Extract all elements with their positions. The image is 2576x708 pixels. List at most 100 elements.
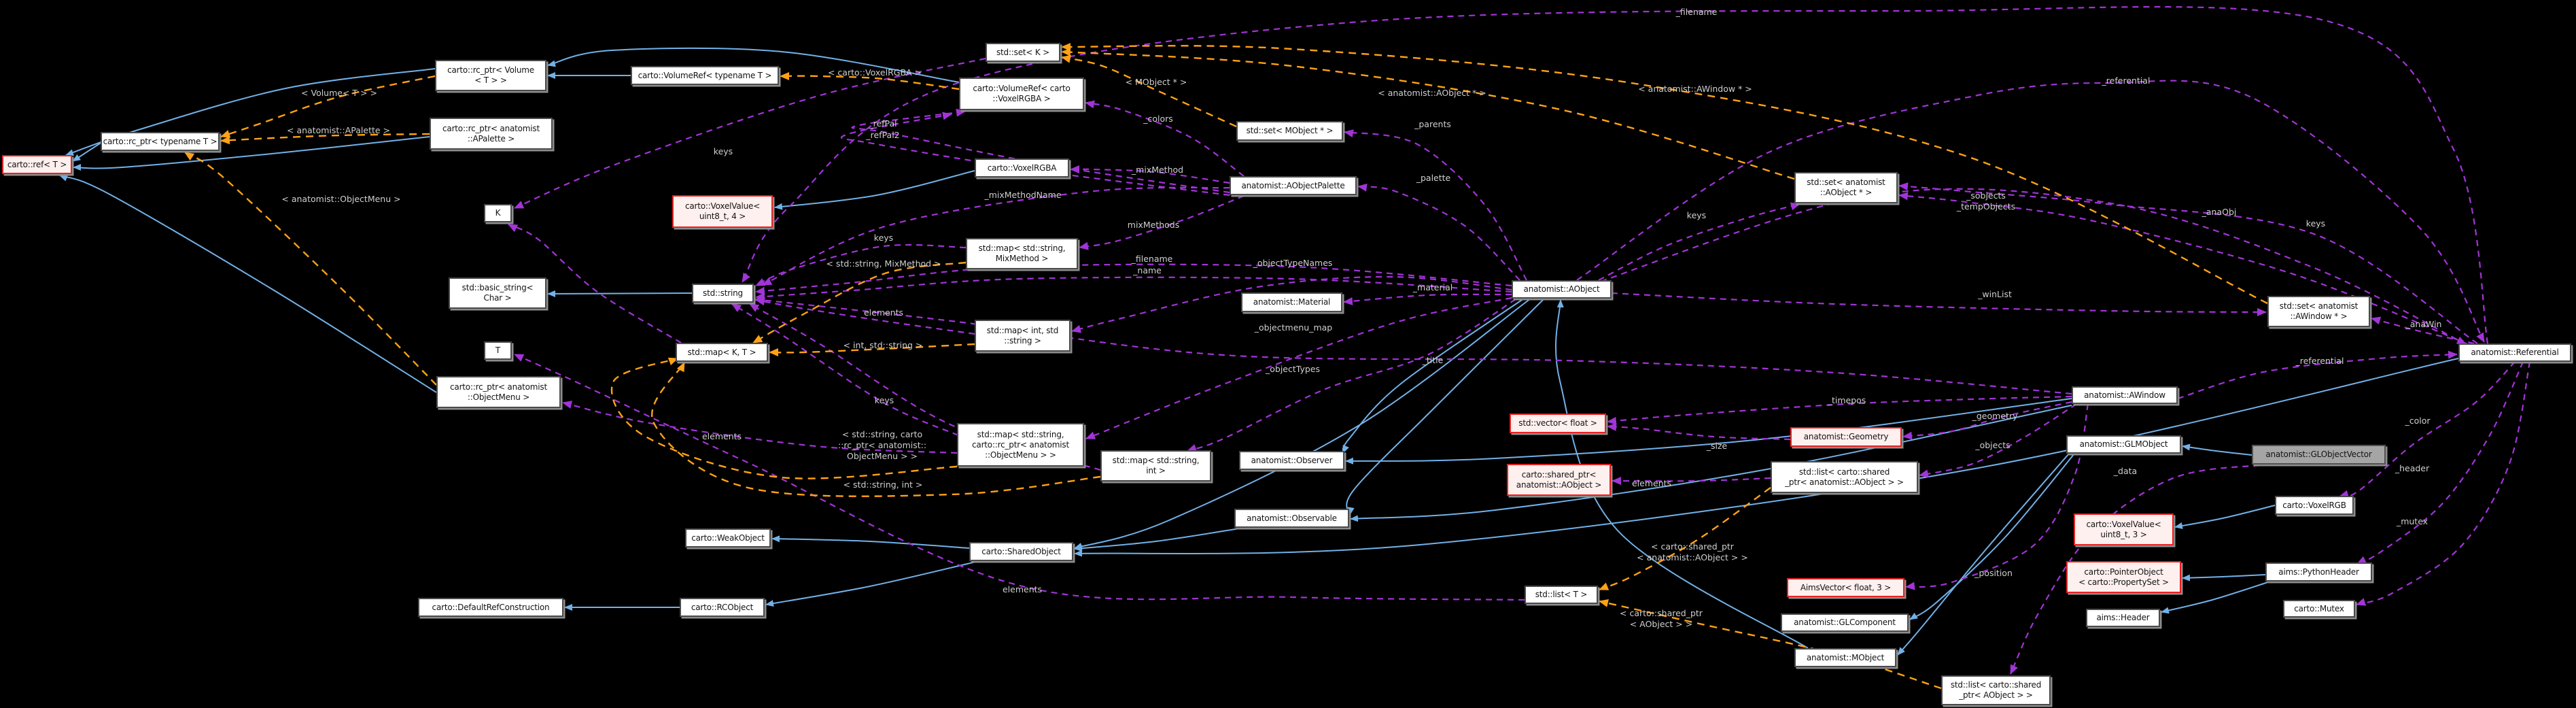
- edge-anatomist-referential--aims-pythonheader: [2356, 361, 2524, 565]
- node-std-map-string-int[interactable]: std::map< std::string,int >: [1100, 450, 1211, 482]
- node-anatomist-observable[interactable]: anatomist::Observable: [1234, 509, 1349, 528]
- node-anatomist-aobject[interactable]: anatomist::AObject: [1512, 280, 1612, 299]
- node-std-list-shared-ptr-anatomist-aobject[interactable]: std::list< carto::shared_ptr< anatomist:…: [1771, 461, 1918, 493]
- node-anatomist-material[interactable]: anatomist::Material: [1241, 292, 1342, 312]
- node-carto-mutex[interactable]: carto::Mutex: [2283, 600, 2355, 618]
- node-label: < carto::PropertySet >: [2078, 577, 2169, 587]
- node-label: ::AObject * >: [1820, 188, 1873, 197]
- node-anatomist-referential[interactable]: anatomist::Referential: [2458, 343, 2571, 362]
- node-label: ::ObjectMenu > >: [985, 450, 1056, 460]
- edge-anatomist-geometry--std-vector-float: [1607, 422, 1791, 441]
- node-carto-ref-t[interactable]: carto::ref< T >: [2, 155, 72, 174]
- node-carto-voxelrgb[interactable]: carto::VoxelRGB: [2275, 496, 2354, 515]
- edge-anatomist-referential--std-set-anatomist-aobject-ptr: [1898, 182, 2478, 344]
- node-carto-voxelrgba[interactable]: carto::VoxelRGBA: [975, 158, 1069, 178]
- node-label: std::set< K >: [996, 47, 1049, 57]
- node-anatomist-glmobject[interactable]: anatomist::GLMObject: [2066, 435, 2181, 454]
- node-carto-rcobject[interactable]: carto::RCObject: [680, 598, 765, 617]
- node-label: anatomist::AObject >: [1516, 479, 1602, 490]
- node-label: anatomist::Referential: [2471, 348, 2559, 357]
- edge-carto-sharedobject--carto-rcobject: [765, 560, 979, 607]
- node-carto-rc-ptr-volume-t[interactable]: carto::rc_ptr< Volume< T > >: [435, 60, 546, 91]
- edge-carto-rc-ptr-volume-t--carto-rc-ptr-typename-t: [220, 75, 436, 138]
- node-anatomist-observer[interactable]: anatomist::Observer: [1239, 451, 1344, 470]
- node-label: carto::VolumeRef< carto: [973, 84, 1071, 93]
- edge-std-list-shared-ptr-anatomist-aobject--std-list-t: [1599, 487, 1771, 591]
- node-std-list-shared-ptr-aobject[interactable]: std::list< carto::shared_ptr< AObject > …: [1941, 675, 2051, 705]
- node-label: carto::SharedObject: [981, 546, 1061, 556]
- node-label: _ptr< AObject > >: [1959, 690, 2033, 700]
- node-aims-header[interactable]: aims::Header: [2086, 609, 2160, 627]
- node-k[interactable]: K: [484, 204, 512, 222]
- edge-anatomist-referential--std-set-anatomist-awindow-ptr: [2371, 316, 2475, 345]
- node-label: anatomist::GLComponent: [1794, 618, 1896, 627]
- node-label: < T > >: [474, 75, 507, 85]
- node-anatomist-mobject[interactable]: anatomist::MObject: [1794, 648, 1896, 667]
- node-label: carto::VolumeRef< typename T >: [638, 70, 772, 80]
- node-std-string[interactable]: std::string: [692, 284, 754, 303]
- node-anatomist-glcomponent[interactable]: anatomist::GLComponent: [1781, 613, 1909, 632]
- node-anatomist-geometry[interactable]: anatomist::Geometry: [1790, 427, 1902, 447]
- edge-anatomist-referential--std-set-anatomist-aobject-ptr: [1898, 192, 2478, 350]
- edge-anatomist-aobject--std-map-string-rcptr-objectmenu: [1085, 297, 1512, 440]
- node-carto-weakobject[interactable]: carto::WeakObject: [685, 528, 771, 547]
- node-label: std::list< carto::shared: [1798, 467, 1890, 477]
- node-carto-volumeref-typename-t[interactable]: carto::VolumeRef< typename T >: [631, 66, 779, 85]
- edge-std-map-int-string--std-map-k-t: [769, 343, 975, 357]
- edge-std-map-k-t--k: [508, 223, 682, 343]
- node-label: carto::Mutex: [2294, 603, 2344, 613]
- node-carto-shared-ptr-anatomist-aobject[interactable]: carto::shared_ptr<anatomist::AObject >: [1507, 464, 1611, 496]
- node-t[interactable]: T: [484, 341, 512, 360]
- node-std-set-anatomist-aobject-ptr[interactable]: std::set< anatomist::AObject * >: [1794, 172, 1898, 203]
- node-carto-rc-ptr-anatomist-objectmenu[interactable]: carto::rc_ptr< anatomist::ObjectMenu >: [436, 376, 561, 408]
- node-carto-voxelvalue-uint8-4[interactable]: carto::VoxelValue<uint8_t, 4 >: [672, 195, 773, 228]
- node-std-basic-string-char[interactable]: std::basic_string<Char >: [449, 277, 546, 309]
- node-carto-defaultrefconstruction[interactable]: carto::DefaultRefConstruction: [418, 598, 563, 617]
- node-label: anatomist::Observer: [1251, 455, 1333, 465]
- node-carto-pointerobject-propertyset[interactable]: carto::PointerObject< carto::PropertySet…: [2066, 561, 2181, 593]
- node-std-set-anatomist-awindow-ptr[interactable]: std::set< anatomist::AWindow * >: [2267, 296, 2370, 327]
- edge-anatomist-awindow--anatomist-geometry: [1902, 401, 2072, 440]
- node-anatomist-aobjectpalette[interactable]: anatomist::AObjectPalette: [1230, 176, 1357, 195]
- node-std-set-k[interactable]: std::set< K >: [986, 43, 1060, 62]
- node-aimsvector-float-3[interactable]: AimsVector< float, 3 >: [1787, 578, 1904, 597]
- node-label: std::map< std::string,: [978, 243, 1066, 253]
- node-carto-volumeref-carto-voxelrgba[interactable]: carto::VolumeRef< carto::VoxelRGBA >: [959, 78, 1084, 110]
- node-label: std::list< carto::shared: [1950, 680, 2042, 690]
- node-std-set-mobject[interactable]: std::set< MObject * >: [1236, 121, 1343, 141]
- node-label: carto::rc_ptr< anatomist: [442, 123, 540, 133]
- edge-carto-voxelrgb--carto-voxelvalue-uint8-3: [2174, 505, 2276, 529]
- node-label: std::map< K, T >: [687, 347, 756, 357]
- edge-anatomist-globjectvector--anatomist-glmobject: [2182, 443, 2252, 456]
- node-label: MixMethod >: [995, 254, 1049, 263]
- node-std-list-t[interactable]: std::list< T >: [1525, 586, 1598, 604]
- edge-std-map-string-rcptr-objectmenu--carto-rc-ptr-anatomist-objectmenu: [562, 401, 958, 454]
- node-carto-rc-ptr-typename-t[interactable]: carto::rc_ptr< typename T >: [101, 132, 220, 151]
- node-anatomist-globjectvector[interactable]: anatomist::GLObjectVector: [2252, 445, 2386, 465]
- node-anatomist-awindow[interactable]: anatomist::AWindow: [2072, 386, 2178, 404]
- edge-anatomist-aobjectpalette--std-string: [762, 186, 1230, 286]
- edge-std-list-shared-ptr-aobject--std-list-t: [1599, 599, 1942, 690]
- node-label: anatomist::GLMObject: [2079, 439, 2168, 449]
- edge-anatomist-aobjectpalette--carto-volumeref-carto-voxelrgba: [1085, 100, 1245, 177]
- node-label: carto::rc_ptr< Volume: [447, 65, 534, 75]
- edge-carto-volumeref-carto-voxelrgba--carto-rc-ptr-volume-t: [547, 47, 960, 83]
- node-aims-pythonheader[interactable]: aims::PythonHeader: [2265, 562, 2372, 581]
- edge-std-map-string-rcptr-objectmenu--std-map-k-t: [610, 357, 958, 479]
- edge-anatomist-aobject--std-map-string-int: [1187, 299, 1516, 452]
- node-carto-voxelvalue-uint8-3[interactable]: carto::VoxelValue<uint8_t, 3 >: [2074, 513, 2174, 545]
- node-std-map-string-rcptr-objectmenu[interactable]: std::map< std::string,carto::rc_ptr< ana…: [957, 423, 1084, 467]
- node-std-map-string-mixmethod[interactable]: std::map< std::string,MixMethod >: [966, 238, 1078, 269]
- node-label: carto::VoxelValue<: [2086, 519, 2161, 529]
- node-std-map-k-t[interactable]: std::map< K, T >: [676, 343, 768, 362]
- edge-std-list-shared-ptr-anatomist-aobject--carto-shared-ptr-anatomist-aobject: [1612, 477, 1771, 486]
- node-std-vector-float[interactable]: std::vector< float >: [1510, 414, 1606, 433]
- node-std-map-int-string[interactable]: std::map< int, std::string >: [975, 320, 1071, 352]
- node-carto-sharedobject[interactable]: carto::SharedObject: [969, 542, 1073, 561]
- node-carto-rc-ptr-anatomist-apalette[interactable]: carto::rc_ptr< anatomist::APalette >: [430, 118, 553, 150]
- edge-anatomist-glmobject--anatomist-mobject: [1897, 453, 2070, 656]
- edge-std-map-string-mixmethod--std-map-k-t: [752, 261, 967, 344]
- node-label: std::string: [703, 288, 743, 298]
- edge-anatomist-aobject--anatomist-referential: [1590, 188, 2467, 345]
